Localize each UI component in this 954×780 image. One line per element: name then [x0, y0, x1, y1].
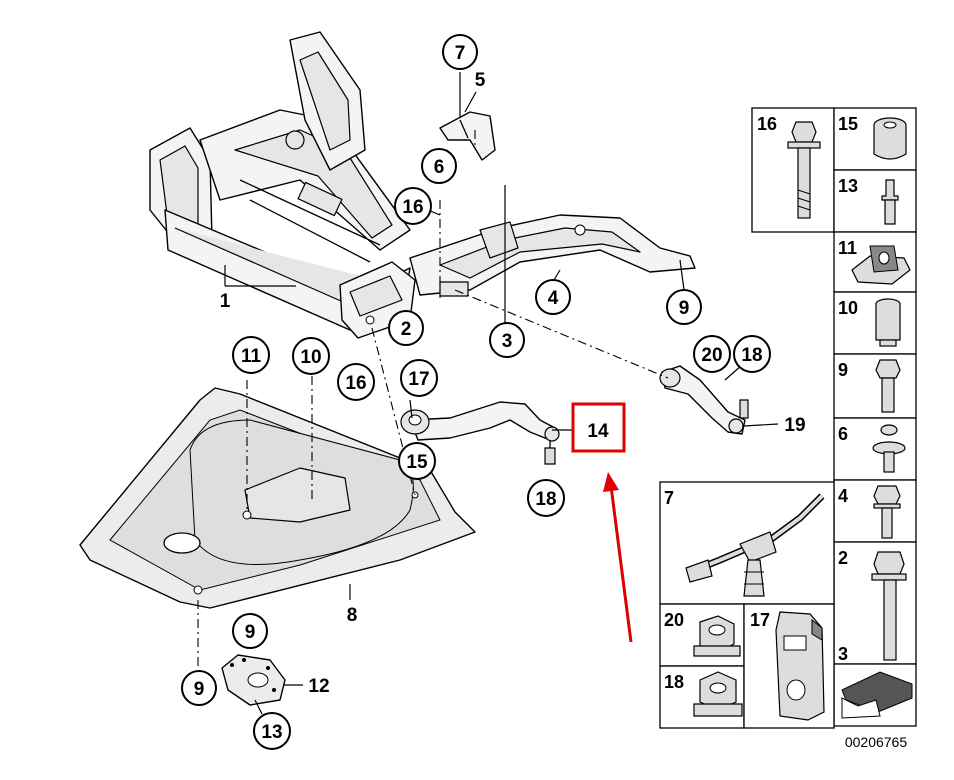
- shim-17-icon: [775, 611, 825, 721]
- callout-16-mid: 16: [337, 363, 375, 401]
- svg-text:18: 18: [535, 489, 556, 510]
- callout-1: 1: [220, 291, 231, 312]
- svg-text:14: 14: [587, 421, 609, 442]
- svg-text:9: 9: [679, 298, 690, 319]
- leader-lines: [197, 72, 779, 715]
- bracket-5: [439, 111, 496, 161]
- callout-7: 7: [442, 34, 478, 70]
- subframe-assembly: [149, 31, 416, 339]
- cable-holder-7-icon: [685, 493, 825, 597]
- svg-text:3: 3: [502, 331, 513, 352]
- callout-15: 15: [398, 442, 436, 480]
- svg-text:19: 19: [784, 415, 805, 436]
- expanding-rivet-6-icon: [872, 424, 906, 473]
- svg-text:18: 18: [664, 672, 684, 692]
- callout-3: 3: [489, 322, 525, 358]
- direction-arrow-icon: [841, 671, 913, 719]
- rivet-nut-10-icon: [875, 298, 901, 347]
- callout-8: 8: [347, 605, 358, 626]
- svg-text:9: 9: [245, 622, 256, 643]
- control-arm-14: [400, 401, 560, 465]
- underbody-plate: [79, 387, 476, 609]
- highlight-arrow: [603, 472, 633, 643]
- svg-text:4: 4: [838, 486, 848, 506]
- callout-18-strut: 18: [733, 335, 771, 373]
- callout-14-highlighted: 14: [571, 402, 626, 453]
- rear-crossmember: [409, 214, 696, 297]
- svg-text:4: 4: [548, 288, 559, 309]
- callout-6: 6: [421, 148, 457, 184]
- svg-text:10: 10: [838, 298, 858, 318]
- svg-text:20: 20: [701, 345, 722, 366]
- callout-5: 5: [475, 70, 486, 91]
- svg-text:15: 15: [406, 452, 428, 473]
- tension-strut: [659, 365, 749, 435]
- callout-2: 2: [388, 310, 424, 346]
- svg-text:1: 1: [220, 291, 231, 312]
- svg-text:17: 17: [408, 369, 429, 390]
- bolt-9-icon: [875, 359, 901, 413]
- bolt-4-icon: [873, 485, 901, 539]
- svg-text:3: 3: [838, 644, 848, 664]
- bushing-15-icon: [873, 117, 907, 160]
- callout-11: 11: [232, 336, 270, 374]
- callout-12: 12: [308, 676, 329, 697]
- svg-text:9: 9: [838, 360, 848, 380]
- svg-text:6: 6: [838, 424, 848, 444]
- callout-17: 17: [400, 359, 438, 397]
- mount-12: [221, 654, 286, 706]
- svg-text:5: 5: [475, 70, 486, 91]
- svg-text:16: 16: [345, 373, 366, 394]
- svg-text:13: 13: [261, 722, 282, 743]
- svg-text:11: 11: [241, 346, 262, 367]
- svg-text:6: 6: [434, 157, 445, 178]
- svg-text:8: 8: [347, 605, 358, 626]
- svg-text:16: 16: [757, 114, 777, 134]
- svg-text:13: 13: [838, 176, 858, 196]
- callout-16-top: 16: [394, 187, 432, 225]
- svg-text:15: 15: [838, 114, 858, 134]
- callout-18-arm: 18: [527, 479, 565, 517]
- callout-4: 4: [535, 279, 571, 315]
- svg-text:7: 7: [664, 488, 674, 508]
- figure-code: 00206765: [845, 734, 908, 750]
- svg-text:20: 20: [664, 610, 684, 630]
- callout-20: 20: [693, 335, 731, 373]
- svg-text:16: 16: [402, 197, 423, 218]
- svg-text:2: 2: [838, 548, 848, 568]
- callout-10: 10: [292, 337, 330, 375]
- nut-18-icon: [693, 671, 743, 717]
- callout-9-crossmember: 9: [666, 289, 702, 325]
- rivet-13-icon: [881, 179, 899, 225]
- hardware-legend: 16 15 13 11 1: [659, 107, 917, 729]
- callout-13: 13: [253, 712, 291, 750]
- callout-9-mount-left: 9: [181, 670, 217, 706]
- svg-text:11: 11: [838, 238, 857, 258]
- svg-text:17: 17: [750, 610, 770, 630]
- nut-20-icon: [693, 615, 741, 657]
- callout-19: 19: [784, 415, 805, 436]
- bolt-16-icon: [787, 121, 821, 219]
- svg-text:9: 9: [194, 679, 205, 700]
- callout-9-mount-top: 9: [232, 613, 268, 649]
- svg-text:2: 2: [401, 319, 412, 340]
- svg-text:10: 10: [300, 347, 321, 368]
- clip-nut-11-icon: [851, 245, 911, 285]
- long-bolt-2-3-icon: [871, 551, 907, 661]
- svg-text:7: 7: [455, 43, 466, 64]
- svg-text:12: 12: [308, 676, 329, 697]
- svg-text:18: 18: [741, 345, 762, 366]
